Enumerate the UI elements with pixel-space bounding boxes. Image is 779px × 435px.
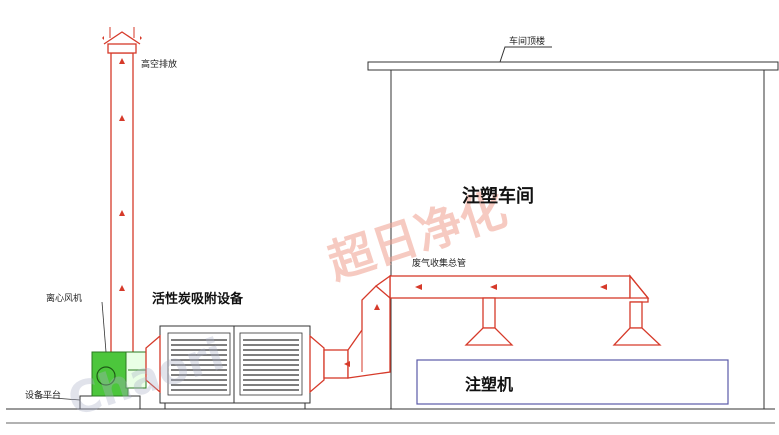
- chimney-stack: [102, 27, 142, 354]
- collection-main-duct: [374, 274, 662, 346]
- hood-pipe-2: [629, 301, 643, 329]
- label-activated-carbon-equipment: 活性炭吸附设备: [152, 291, 244, 307]
- chimney-rain-cap: [103, 31, 141, 45]
- watermark-en: Chaori: [62, 329, 230, 427]
- hood-2: [612, 327, 662, 346]
- label-injection-machine: 注塑机: [465, 375, 513, 394]
- roof-slab: [367, 61, 779, 71]
- injection-machine-box: [416, 359, 729, 405]
- main-duct-horizontal: [389, 275, 631, 299]
- label-high-altitude-exhaust: 高空排放: [141, 58, 177, 70]
- label-centrifugal-fan: 离心风机: [46, 292, 82, 304]
- carbon-panel-right: [239, 332, 303, 396]
- activated-carbon-unit: [145, 325, 325, 409]
- fan-leader-line: [101, 301, 107, 353]
- carbon-inlet-taper-right: [309, 334, 325, 394]
- flow-arrow-up-4: [119, 285, 125, 291]
- hood-1: [464, 327, 514, 346]
- riser-duct: [323, 285, 391, 379]
- label-injection-workshop: 注塑车间: [462, 185, 534, 207]
- chimney-pipe: [110, 52, 134, 354]
- hood-pipe-1: [482, 297, 496, 329]
- flow-arrow-up-2: [119, 115, 125, 121]
- label-waste-gas-main-pipe: 废气收集总管: [412, 257, 466, 269]
- centrifugal-fan: [91, 351, 147, 397]
- workshop-building: [367, 46, 779, 409]
- flow-arrow-left-2: [490, 284, 497, 290]
- flow-arrow-left-1: [600, 284, 607, 290]
- carbon-panel-left: [167, 332, 231, 396]
- label-equipment-platform: 设备平台: [25, 389, 61, 401]
- flow-arrow-up-1: [119, 58, 125, 64]
- flow-arrow-up-3: [119, 210, 125, 216]
- flow-arrow-left-3: [415, 284, 422, 290]
- carbon-inlet-taper-left: [145, 334, 161, 394]
- label-workshop-roof: 车间顶楼: [509, 35, 545, 47]
- roof-leader-line: [499, 46, 552, 63]
